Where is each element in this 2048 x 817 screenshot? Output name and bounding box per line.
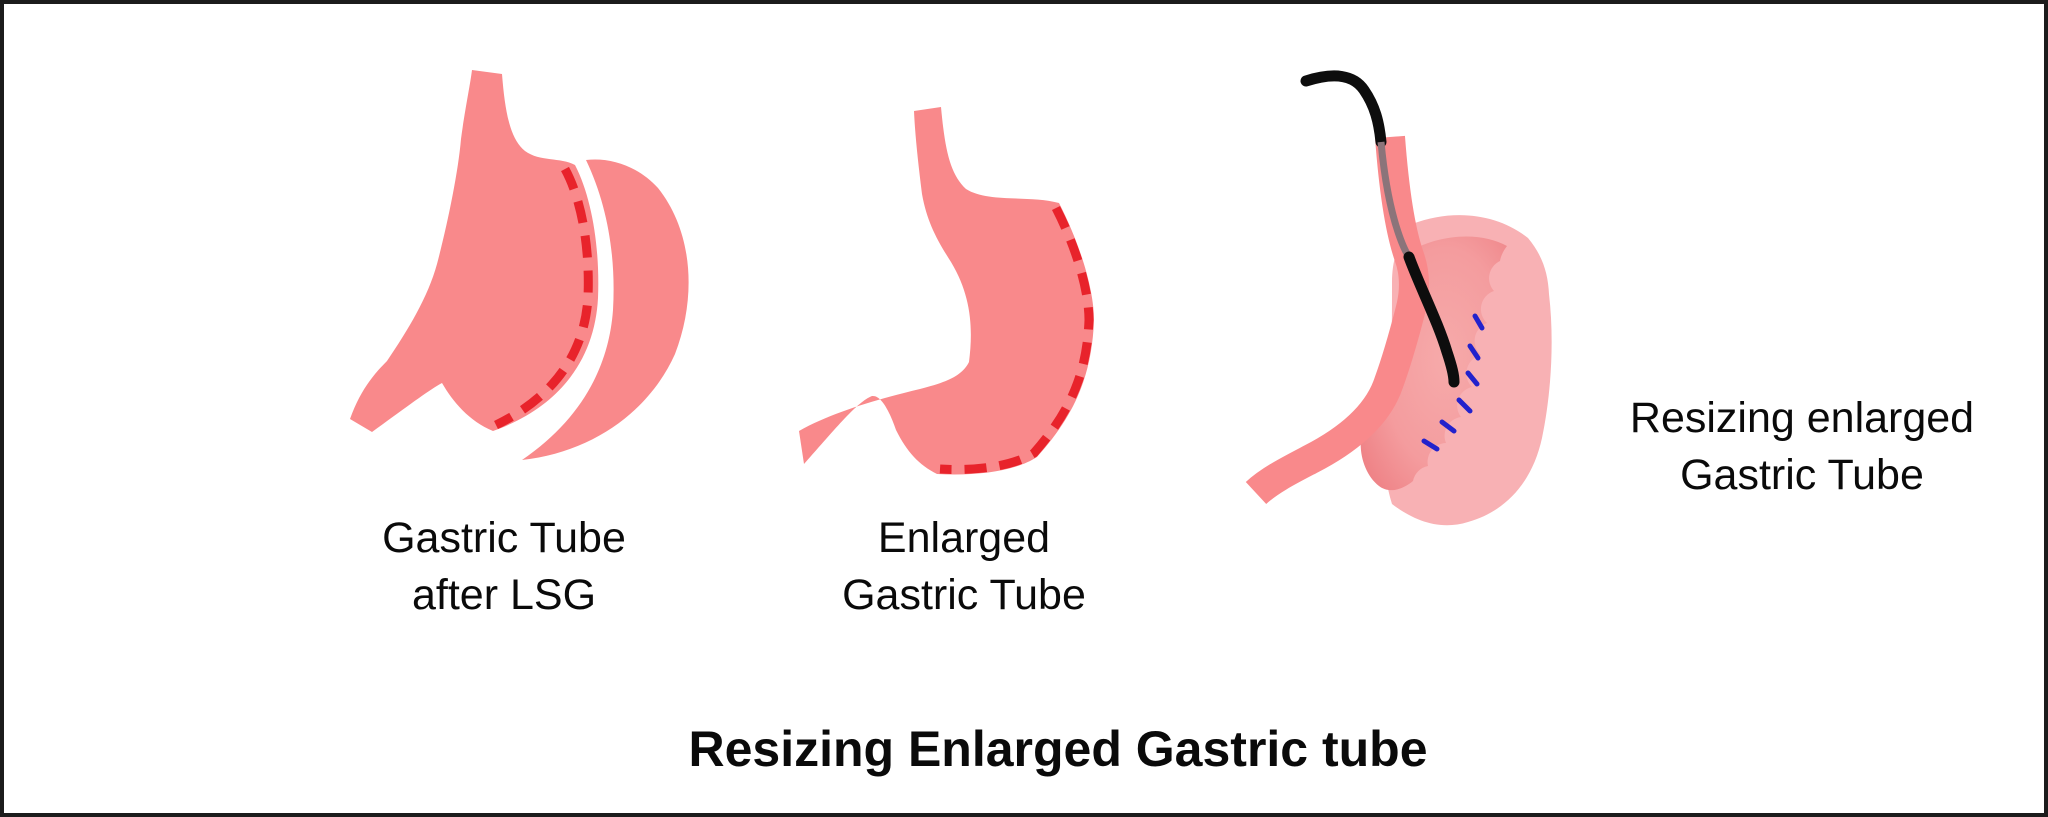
suture-stitch <box>1421 438 1440 452</box>
excised-stomach-shape <box>522 159 689 460</box>
stomach-resizing-figure <box>1245 70 1552 526</box>
figure-label-after-lsg: Gastric Tube after LSG <box>382 514 626 619</box>
stomach-enlarged-figure <box>799 107 1094 475</box>
suture-stitch <box>1467 343 1481 361</box>
enlarged-tube-shape <box>799 107 1094 475</box>
figure-label-enlarged: Enlarged Gastric Tube <box>842 514 1086 619</box>
esophagus-duodenum-wall <box>1245 135 1429 505</box>
suture-stitch <box>1472 313 1485 331</box>
bougie-gastric-segment <box>1403 251 1460 388</box>
stomach-after-lsg-figure <box>350 70 689 460</box>
figure-label-resizing: Resizing enlarged Gastric Tube <box>1629 394 1975 499</box>
suture-stitch <box>1456 397 1473 414</box>
suture-stitch <box>1439 419 1457 434</box>
suture-stitches <box>1421 313 1485 452</box>
bougie-outer-segment <box>1300 70 1387 148</box>
suture-stitch <box>1465 370 1480 387</box>
staple-line-dashes <box>494 166 593 430</box>
plicated-fold-shape <box>1360 236 1507 491</box>
gastric-tube-shape <box>350 70 599 432</box>
bougie-esophageal-segment <box>1377 141 1412 259</box>
diagram-title: Resizing Enlarged Gastric tube <box>688 721 1428 777</box>
resection-line-dashes <box>939 205 1094 474</box>
